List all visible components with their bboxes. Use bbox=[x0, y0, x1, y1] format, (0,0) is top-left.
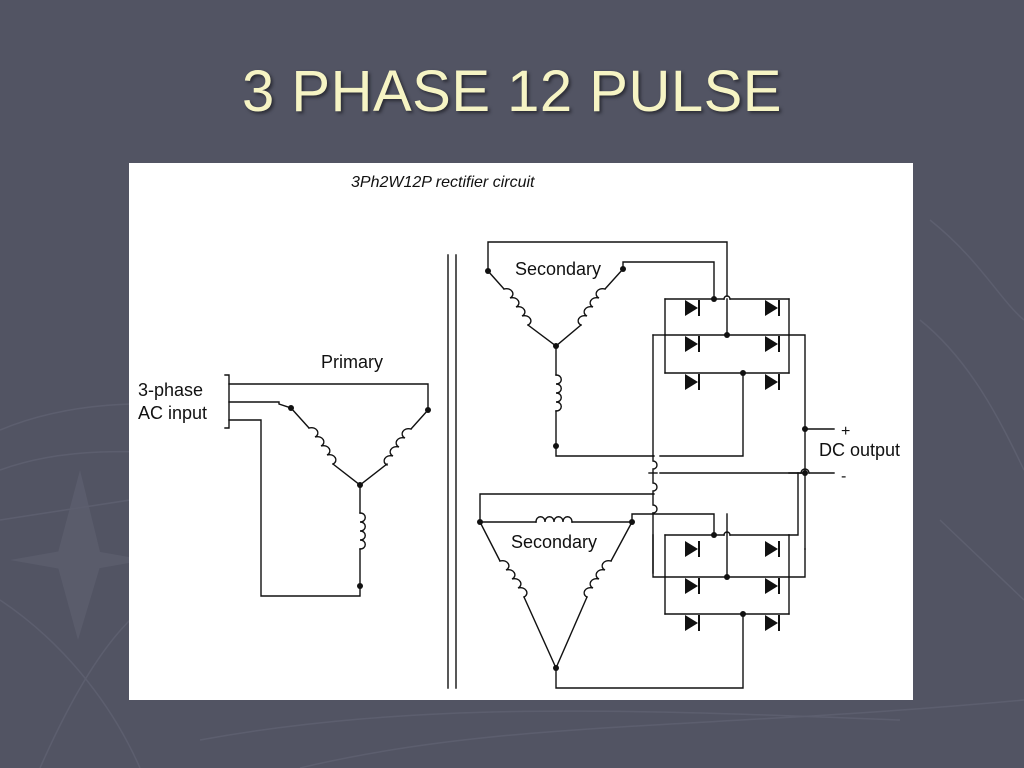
primary-winding bbox=[228, 383, 429, 597]
top-diode-bridge bbox=[652, 295, 806, 550]
slide-title: 3 PHASE 12 PULSE bbox=[242, 59, 782, 124]
ac-input-label-line2: AC input bbox=[138, 403, 207, 423]
diode-top-3 bbox=[684, 335, 700, 353]
diode-top-2 bbox=[764, 299, 780, 317]
diode-bottom-1 bbox=[684, 540, 700, 558]
dc-minus-label: - bbox=[841, 468, 846, 485]
primary-label: Primary bbox=[321, 352, 383, 372]
rectifier-circuit-diagram: 3Ph2W12P rectifier circuit Primary 3-pha… bbox=[138, 174, 900, 689]
diode-top-5 bbox=[684, 373, 700, 391]
diode-bottom-3 bbox=[684, 577, 700, 595]
secondary-bottom-label: Secondary bbox=[511, 532, 597, 552]
dc-output-label: DC output bbox=[819, 440, 900, 460]
ac-input-label-line1: 3-phase bbox=[138, 380, 203, 400]
diode-top-1 bbox=[684, 299, 700, 317]
secondary-top-label: Secondary bbox=[515, 259, 601, 279]
transformer-core bbox=[447, 254, 457, 689]
secondary-delta-winding bbox=[479, 493, 744, 689]
neutral-crossings bbox=[648, 428, 835, 574]
junction-dots bbox=[288, 266, 808, 671]
dc-plus-label: + bbox=[841, 423, 850, 440]
compass-rose-decoration bbox=[10, 470, 146, 640]
circuit-diagram-panel: 3Ph2W12P rectifier circuit Primary 3-pha… bbox=[129, 163, 913, 700]
diode-bottom-2 bbox=[764, 540, 780, 558]
diode-top-6 bbox=[764, 373, 780, 391]
diode-bottom-6 bbox=[764, 614, 780, 632]
secondary-wye-winding bbox=[487, 241, 728, 457]
diagram-caption: 3Ph2W12P rectifier circuit bbox=[351, 174, 535, 191]
diode-bottom-5 bbox=[684, 614, 700, 632]
diodes bbox=[684, 299, 780, 632]
diode-bottom-4 bbox=[764, 577, 780, 595]
bottom-diode-bridge bbox=[652, 472, 806, 615]
diode-top-4 bbox=[764, 335, 780, 353]
